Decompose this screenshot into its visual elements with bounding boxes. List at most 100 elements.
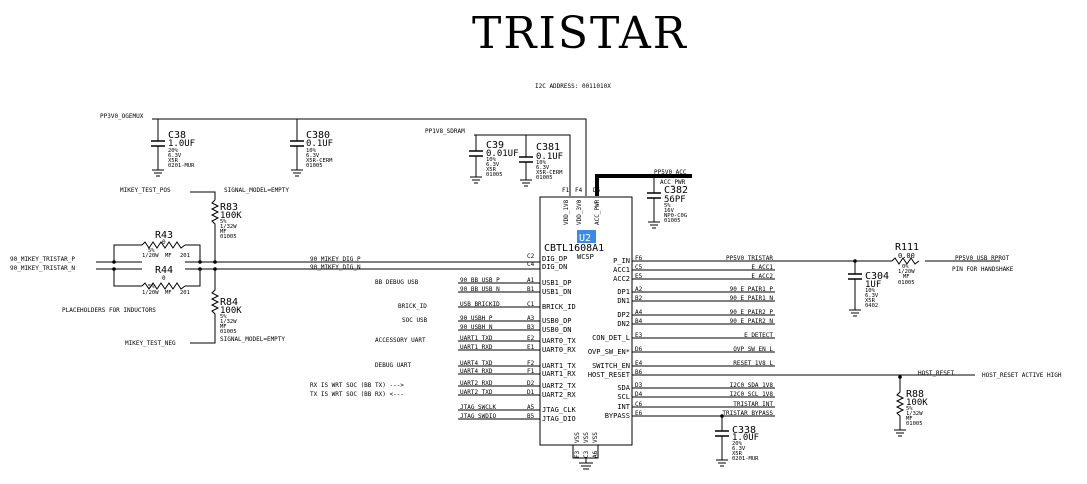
pin-name-vss: VSS (583, 432, 590, 443)
chip-u2-package: WCSP (577, 253, 594, 261)
pin-name-bypass: BYPASS (605, 412, 630, 420)
c382-ground (648, 198, 660, 229)
pin-number: E1 (527, 344, 535, 351)
junction-dot (112, 260, 116, 264)
c304-symbol (848, 273, 862, 280)
pin-number: F3 (574, 450, 581, 458)
pin-number: B6 (635, 369, 643, 376)
c39-ground (470, 156, 482, 184)
pin-number: B2 (635, 295, 643, 302)
c381-ground (520, 162, 532, 187)
c338-ground (716, 436, 728, 467)
pin-number: F4 (575, 187, 583, 194)
c38-symbol (151, 140, 165, 147)
net-label-pp5v0-usb-rprot: PP5V0_USB_RPROT (955, 255, 1010, 262)
c39-spec: X5R (486, 167, 497, 173)
pin-group-label: DEBUG UART (375, 362, 412, 369)
c380-ground (291, 146, 303, 177)
pin-name-dn1: DN1 (617, 297, 630, 305)
chip-u2-ref: U2 (579, 233, 591, 244)
r88-symbol (894, 377, 906, 437)
r88-spec: MF (906, 416, 913, 422)
r111-ref: R111 (895, 242, 919, 253)
r44-spec: 201 (180, 290, 190, 296)
c382-spec: 01005 (664, 218, 681, 224)
pin-group-label: BRICK_ID (398, 303, 427, 310)
pin-name-p_in: P_IN (613, 257, 630, 265)
pin-number: F1 (527, 368, 535, 375)
c39-symbol (469, 150, 483, 157)
pin-name-usb0_dn: USB0_DN (542, 326, 572, 334)
pin-name-scl: SCL (617, 393, 630, 401)
r88-spec: 01005 (906, 421, 923, 427)
pin-number: D4 (635, 391, 643, 398)
net-label-90-usbh-p: 90_USBH_P (460, 315, 493, 322)
wire-mikey-test-pos (190, 191, 216, 200)
net-label-uart4-rxd: UART4_RXD (460, 368, 493, 375)
c38-spec: X5R (168, 158, 179, 164)
note-host-reset-active-high: HOST_RESET ACTIVE HIGH (982, 372, 1062, 379)
pin-number: E2 (527, 335, 535, 342)
c304-spec: 6.3V (865, 293, 879, 299)
r44-spec: 5% (148, 284, 155, 290)
junction-dot (112, 267, 116, 271)
c38-spec: 6.3V (168, 153, 182, 159)
c381-ref: C381 (536, 142, 560, 153)
pin-number: A5 (527, 404, 535, 411)
net-label-mikey-test-neg: MIKEY_TEST_NEG (125, 340, 176, 347)
page-title: TRISTAR (472, 8, 688, 59)
c39-spec: 6.3V (486, 162, 500, 168)
r83-value: 100K (220, 211, 242, 221)
c382-spec: 5% (664, 203, 671, 209)
net-label-tristar-bypass: TRISTAR_BYPASS (722, 410, 773, 417)
net-label-pp1v8-sdram: PP1V8_SDRAM (425, 128, 465, 135)
pin-number: A2 (635, 286, 643, 293)
r43-spec: 1/20W (142, 253, 159, 259)
pin-name-uart1_tx: UART1_TX (542, 362, 577, 370)
pin-name-vdd_3v0: VDD_3V0 (576, 199, 583, 225)
net-label-e-acc1: E_ACC1 (751, 264, 773, 271)
net-label-e-acc2: E_ACC2 (751, 273, 773, 280)
i2c-address-note: I2C ADDRESS: 0011010X (535, 83, 611, 90)
c380-value: 0.1UF (306, 139, 333, 149)
r43-spec: MF (165, 253, 172, 259)
pin-name-dig_dn: DIG_DN (542, 263, 567, 271)
net-label-90-e-pair2-n: 90_E_PAIR2_N (730, 318, 774, 325)
c380-symbol (290, 140, 304, 147)
junction-dot (898, 375, 902, 379)
pin-group-label: SOC USB (402, 317, 428, 324)
net-label-mikey-test-pos: MIKEY_TEST_POS (120, 187, 171, 194)
pin-name-sda: SDA (617, 384, 630, 392)
r111-symbol (891, 257, 920, 265)
net-label-uart2-txd: UART2_TXD (460, 389, 493, 396)
r44-ref: R44 (155, 265, 173, 276)
junction-dot (213, 260, 217, 264)
r44-spec: 1/20W (142, 290, 159, 296)
junction-dot (198, 267, 202, 271)
pin-number: C6 (635, 401, 643, 408)
chip-u2-ref-highlight (577, 230, 596, 243)
c338-spec: 6.3V (732, 446, 746, 452)
r84-spec: 01005 (220, 329, 237, 335)
pin-name-dig_dp: DIG_DP (542, 255, 567, 263)
c380-spec: 10% (306, 148, 317, 154)
chip-u2-part: CBTL1608A1 (544, 243, 604, 254)
net-label-90-e-pair1-p: 90_E_PAIR1_P (730, 286, 774, 293)
pin-name-acc_pwr: ACC_PWR (594, 199, 601, 225)
r43-value: 0 (162, 239, 166, 246)
pin-group-label: ACCESSORY UART (375, 337, 426, 344)
net-label-ovp-sw-en-l: OVP_SW_EN_L (733, 346, 773, 353)
pin-number: F6 (635, 255, 643, 262)
pin-name-uart2_tx: UART2_TX (542, 382, 577, 390)
net-label-jtag-swdio: JTAG_SWDIO (460, 413, 497, 420)
pin-number: D2 (527, 380, 535, 387)
c381-spec: 01005 (536, 175, 553, 181)
r111-spec: 01005 (898, 280, 915, 286)
net-label-i2c0-scl-1v8: I2C0_SCL_1V8 (730, 391, 774, 398)
r44-value: 0 (162, 275, 166, 282)
pin-name-usb1_dn: USB1_DN (542, 288, 572, 296)
wires-r43-r44-bypass (113, 244, 201, 287)
c338-value: 1.0UF (732, 433, 759, 443)
